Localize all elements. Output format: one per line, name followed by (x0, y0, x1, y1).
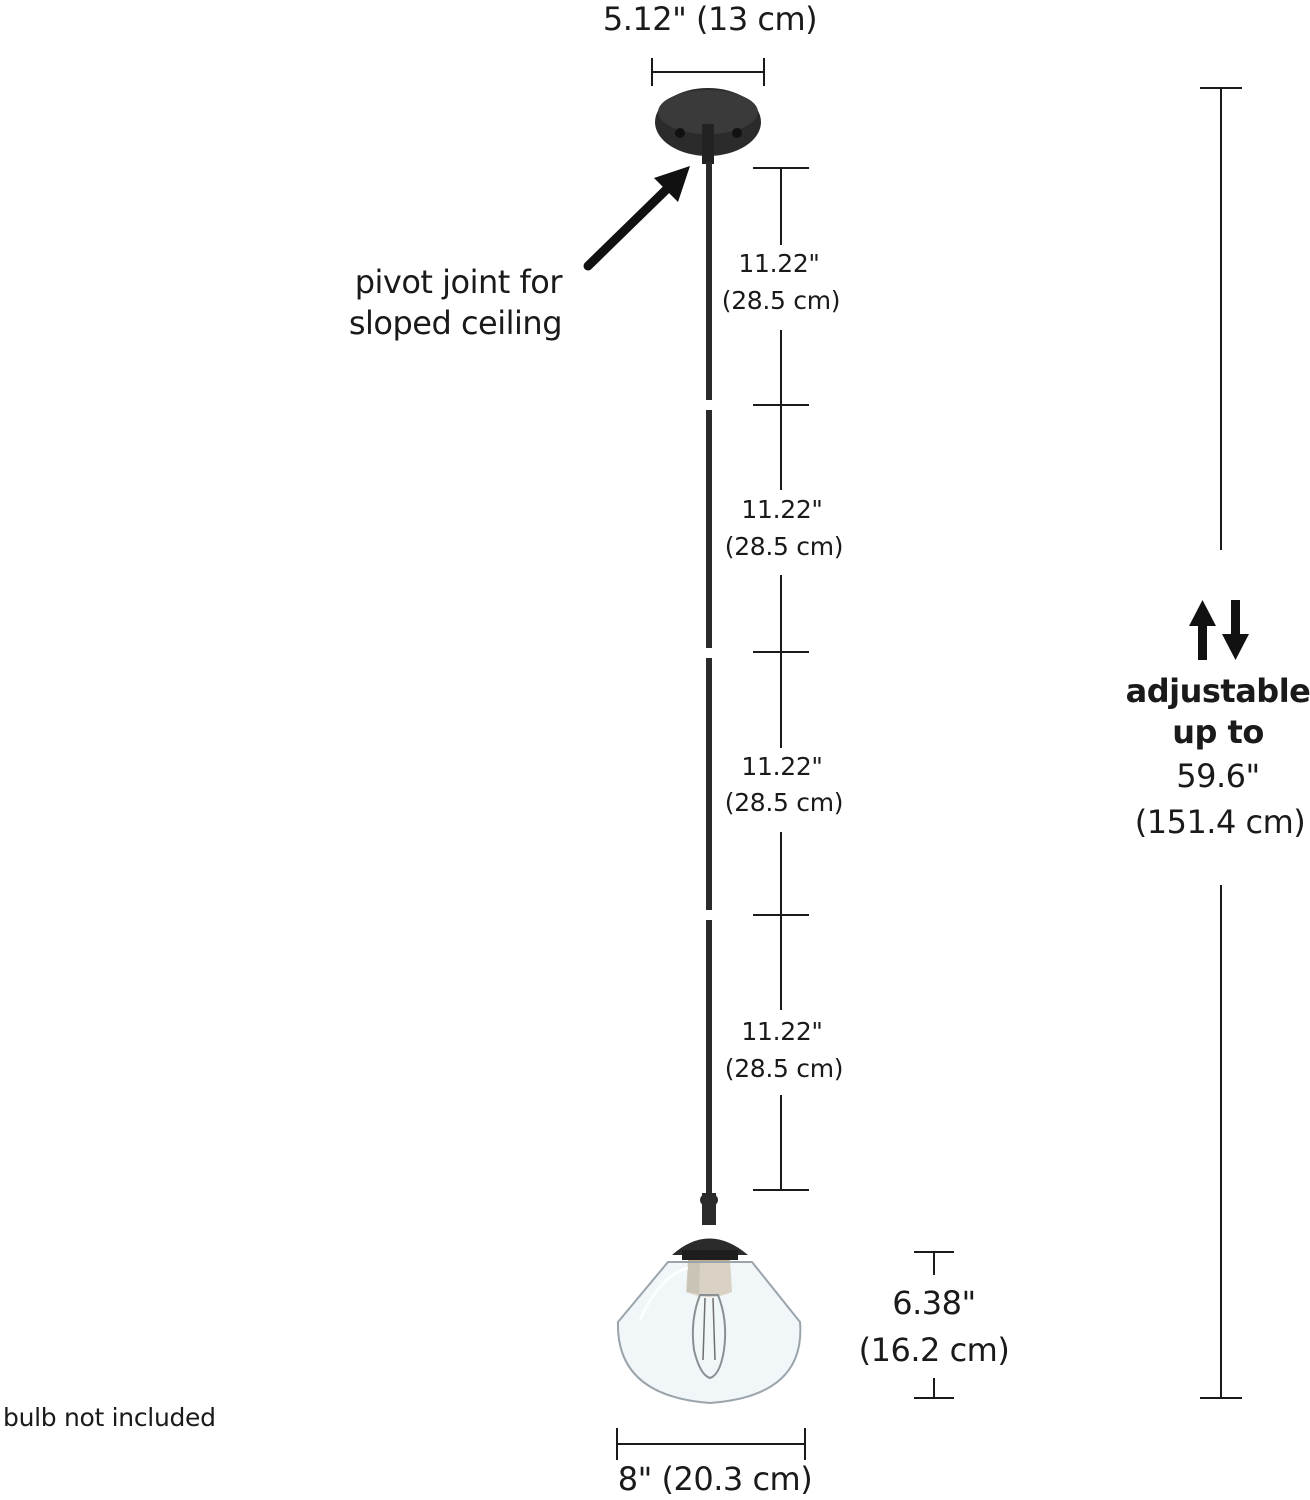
adjustable-line2: up to (1172, 713, 1264, 751)
segment-3-cm: (28.5 cm) (724, 788, 844, 817)
segment-1-cm: (28.5 cm) (721, 286, 841, 315)
adjustable-value-inches: 59.6" (1176, 757, 1260, 795)
adjustable-value-cm: (151.4 cm) (1134, 803, 1306, 841)
canopy-width-dimension (651, 58, 765, 86)
overall-height-dimension (1200, 87, 1242, 1399)
pointer-arrow-icon (583, 166, 690, 271)
shade-width-label: 8" (20.3 cm) (617, 1460, 813, 1498)
up-down-arrows-icon (1189, 600, 1249, 660)
canopy-width-label: 5.12" (13 cm) (602, 0, 818, 38)
segment-3-inches: 11.22" (741, 752, 823, 781)
segment-4-inches: 11.22" (741, 1017, 823, 1046)
adjustable-line1: adjustable (1125, 672, 1310, 710)
shade-height-inches: 6.38" (892, 1284, 976, 1322)
segment-dimension-line (753, 167, 809, 1191)
pendant-shade (616, 1193, 802, 1405)
segment-2-cm: (28.5 cm) (724, 532, 844, 561)
shade-height-dimension (914, 1251, 954, 1399)
segment-4-cm: (28.5 cm) (724, 1054, 844, 1083)
pivot-note-line1: pivot joint for (354, 263, 563, 301)
segment-1-inches: 11.22" (738, 249, 820, 278)
segment-2-inches: 11.22" (741, 495, 823, 524)
pivot-note-line2: sloped ceiling (348, 304, 563, 342)
ceiling-canopy (655, 88, 761, 164)
shade-height-cm: (16.2 cm) (858, 1331, 1010, 1369)
shade-width-dimension (616, 1428, 806, 1460)
bulb-note: bulb not included (3, 1403, 216, 1432)
